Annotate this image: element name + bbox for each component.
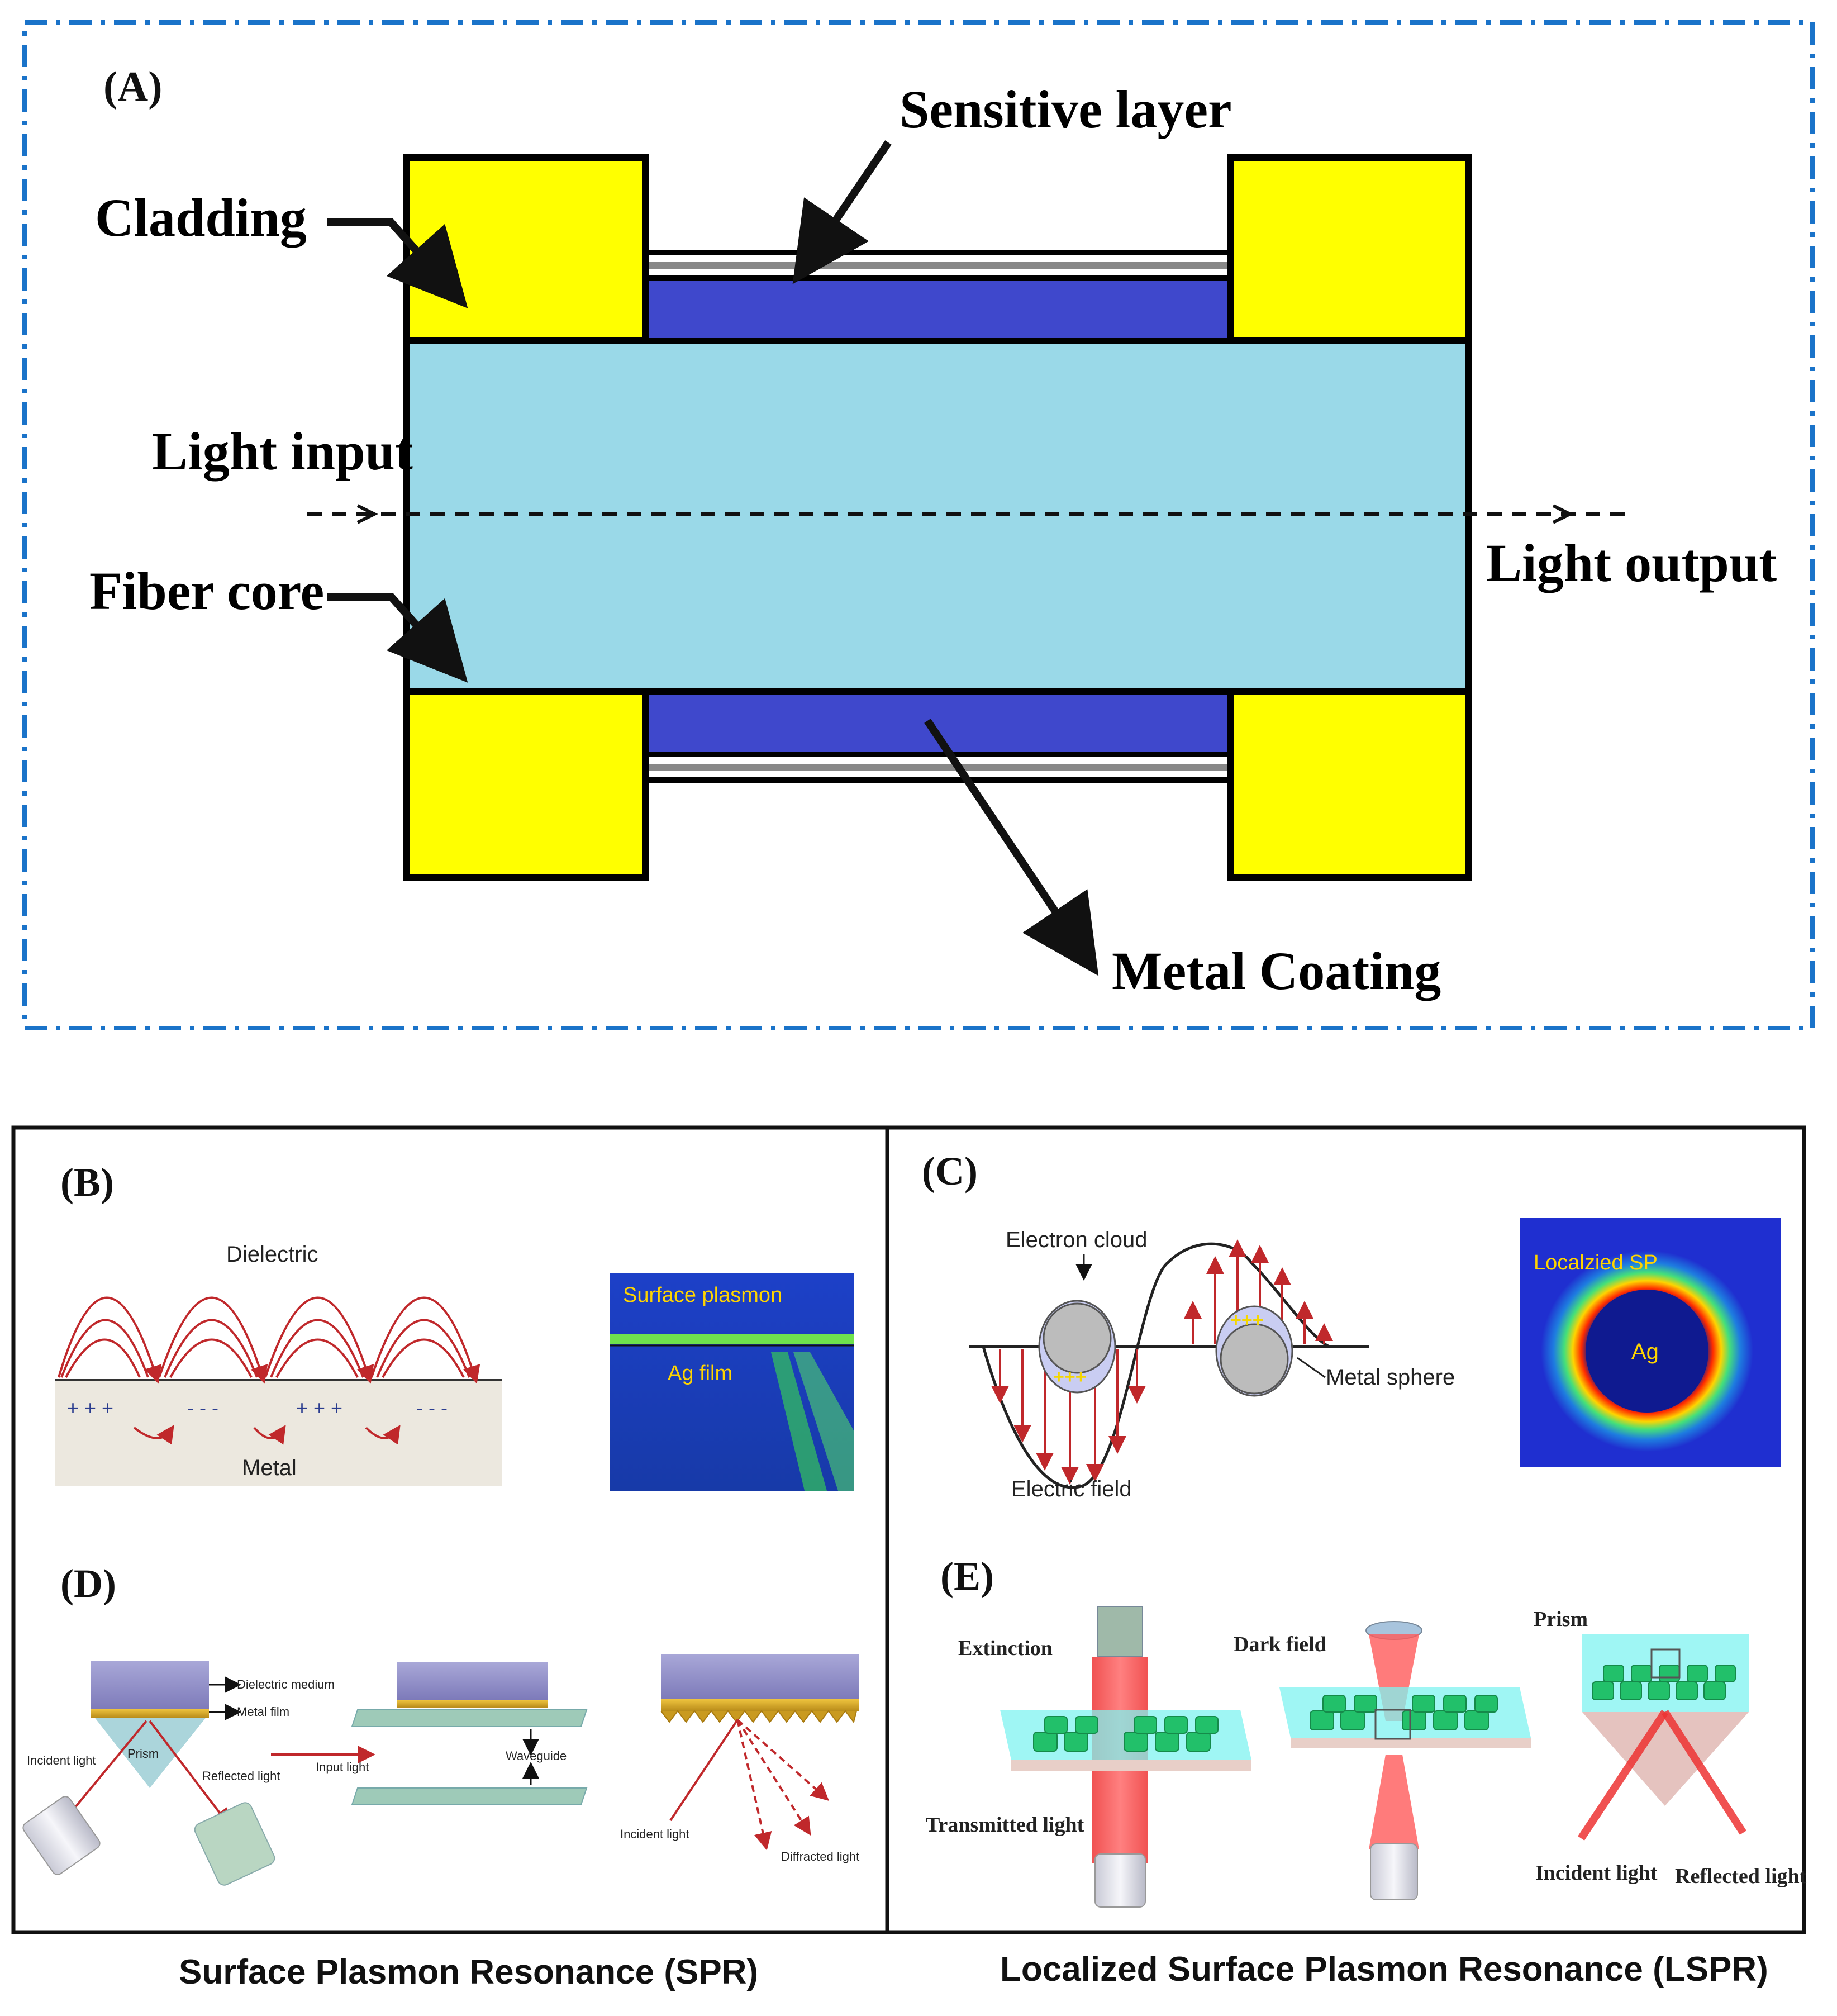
arrow-sensitive-layer [792, 140, 892, 284]
sp-field-band [610, 1334, 854, 1344]
reflected-beam [149, 1720, 231, 1827]
waveguide-top-plate [351, 1709, 588, 1727]
darkfield-base [1291, 1738, 1531, 1748]
label-electric-field: Electric field [1011, 1477, 1132, 1501]
label-light-output: Light output [1486, 533, 1777, 593]
metal-coating-bottom [643, 689, 1234, 757]
label-sensitive-layer: Sensitive layer [900, 79, 1232, 139]
label-fiber-core: Fiber core [89, 561, 324, 621]
label-metal: Metal [242, 1456, 297, 1480]
cladding-top-left [403, 154, 649, 344]
sp-beam-1 [771, 1352, 827, 1491]
arrow-metal-coating [924, 719, 1099, 976]
label-reflected-light: Reflected light [202, 1769, 280, 1783]
darkfield-focus-box [1374, 1709, 1411, 1740]
metal-sphere-2 [1220, 1323, 1289, 1395]
diffracted-beams [736, 1719, 829, 1851]
label-incident-light: Incident light [27, 1753, 96, 1767]
light-input-arrowhead [356, 504, 378, 524]
darkfield-cone-bottom [1369, 1755, 1419, 1849]
label-prism-e: Prism [1534, 1608, 1588, 1631]
panel-c-letter: (C) [922, 1149, 978, 1194]
lspr-incident-beam [1578, 1710, 1668, 1841]
label-incident-light-e: Incident light [1535, 1861, 1658, 1885]
lspr-prism [1582, 1712, 1749, 1806]
label-ag-film: Ag film [668, 1362, 732, 1385]
detector-d [194, 1802, 275, 1886]
charges-sphere-1: +++ [1053, 1366, 1087, 1387]
ag-particle [1586, 1290, 1708, 1413]
label-ag: Ag [1631, 1339, 1659, 1364]
charges-plus-2: + + + [296, 1396, 342, 1419]
label-metal-coating: Metal Coating [1112, 941, 1441, 1001]
panel-b-letter: (B) [60, 1160, 114, 1205]
extinction-detector [1094, 1853, 1146, 1908]
caption-lspr: Localized Surface Plasmon Resonance (LSP… [1000, 1950, 1768, 1989]
dielectric-medium-block [91, 1661, 209, 1712]
prism-triangle [94, 1717, 207, 1788]
lower-frame [11, 1125, 1806, 1934]
label-dark-field: Dark field [1234, 1633, 1326, 1656]
field-arcs [58, 1296, 480, 1445]
label-surface-plasmon: Surface plasmon [623, 1283, 782, 1307]
label-dielectric: Dielectric [226, 1242, 318, 1267]
label-waveguide: Waveguide [506, 1749, 567, 1763]
label-reflected-light-e: Reflected light [1675, 1865, 1807, 1888]
label-localized-sp: Localzied SP [1534, 1251, 1658, 1275]
charges-minus-1: - - - [187, 1396, 218, 1419]
waveguide-bottom-plate [351, 1787, 588, 1805]
light-source-d [22, 1796, 101, 1875]
label-extinction: Extinction [958, 1637, 1053, 1660]
panel-a-letter: (A) [103, 63, 163, 110]
grating-incident-beam [669, 1719, 739, 1822]
extinction-base [1011, 1760, 1251, 1771]
cladding-bottom-left [403, 688, 649, 881]
darkfield-nanoparticles [1310, 1695, 1498, 1730]
caption-spr: Surface Plasmon Resonance (SPR) [179, 1953, 758, 1991]
charges-minus-2: - - - [416, 1396, 448, 1419]
label-metal-sphere: Metal sphere [1326, 1365, 1455, 1390]
metal-film-layer [91, 1709, 209, 1718]
label-light-input: Light input [152, 421, 413, 481]
label-cladding: Cladding [95, 188, 307, 248]
charges-plus-1: + + + [67, 1396, 113, 1419]
cladding-top-right [1227, 154, 1472, 344]
incident-beam [72, 1720, 147, 1811]
label-input-light: Input light [316, 1760, 369, 1774]
label-transmitted-light: Transmitted light [926, 1813, 1084, 1837]
grating-metal-film [661, 1699, 859, 1711]
grating-teeth [660, 1710, 857, 1724]
charges-sphere-2: +++ [1230, 1310, 1264, 1331]
waveguide-metal-film [397, 1700, 548, 1708]
darkfield-detector [1370, 1843, 1418, 1900]
extinction-source [1097, 1606, 1143, 1657]
label-metal-film: Metal film [237, 1705, 289, 1719]
cladding-bottom-right [1227, 688, 1472, 881]
extinction-nanoparticles [1033, 1716, 1219, 1752]
light-output-arrowhead [1552, 504, 1574, 524]
grating-dielectric-block [661, 1654, 859, 1701]
waveguide-dielectric-block [397, 1662, 548, 1701]
lspr-reflected-beam [1662, 1710, 1746, 1835]
panel-a-frame [22, 20, 1815, 1030]
arrow-fiber-core [327, 593, 468, 683]
fiber-core [403, 337, 1472, 695]
label-prism: Prism [127, 1747, 159, 1761]
label-electron-cloud: Electron cloud [1006, 1228, 1147, 1252]
metal-coating-top [643, 275, 1234, 344]
metal-sphere-pointer [1297, 1357, 1326, 1378]
label-diffracted-light: Diffracted light [781, 1849, 859, 1863]
label-incident-light-grating: Incident light [620, 1827, 689, 1841]
arrow-cladding [327, 218, 468, 308]
sp-beam-2 [793, 1352, 854, 1491]
panel-e-letter: (E) [940, 1554, 994, 1599]
metal-sphere-1 [1043, 1302, 1112, 1374]
panel-d-letter: (D) [60, 1561, 116, 1606]
lspr-prism-focus-box [1650, 1648, 1681, 1679]
label-dielectric-medium: Dielectric medium [237, 1677, 335, 1691]
